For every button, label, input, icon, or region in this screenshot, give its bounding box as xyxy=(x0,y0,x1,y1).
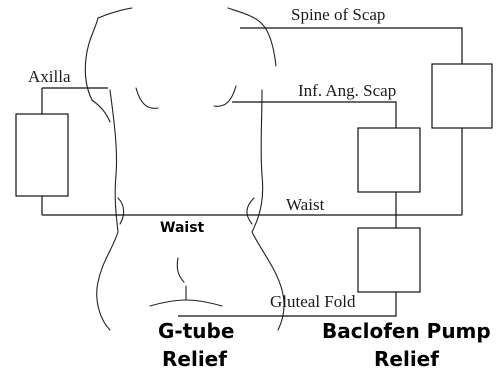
right-trapezius-contour xyxy=(228,8,276,66)
torso-outline xyxy=(85,8,284,330)
left-arm-contour xyxy=(92,100,110,122)
baclofen-caption-line1: Baclofen Pump xyxy=(322,319,491,343)
gtube-caption-line1: G-tube xyxy=(158,319,234,343)
gluteal-fold-box xyxy=(358,228,420,292)
inf-ang-scap-box xyxy=(358,128,420,192)
right-scapula-contour xyxy=(214,86,236,106)
inf-ang-scap-label: Inf. Ang. Scap xyxy=(298,81,396,100)
left-waist-crease xyxy=(118,198,124,224)
sacral-contour xyxy=(177,258,184,282)
gluteal-fold-curve xyxy=(150,300,222,306)
baclofen-caption-line2: Relief xyxy=(374,347,439,371)
left-scapula-contour xyxy=(136,88,158,108)
left-flank-contour xyxy=(97,90,118,330)
inf-ang-scap-leader xyxy=(232,102,396,128)
landmark-boxes xyxy=(16,64,492,292)
waist-label: Waist xyxy=(286,195,325,214)
gluteal-fold-label: Gluteal Fold xyxy=(270,292,356,311)
waist-bold-label: Waist xyxy=(160,220,205,236)
axilla-box xyxy=(16,114,68,196)
spine-of-scap-leader xyxy=(240,28,462,64)
right-waist-crease xyxy=(247,198,254,224)
axilla-label: Axilla xyxy=(28,67,71,86)
landmark-labels: Spine of Scap Axilla Inf. Ang. Scap Wais… xyxy=(28,5,396,311)
spine-of-scap-box xyxy=(432,64,492,128)
gtube-caption-line2: Relief xyxy=(162,347,227,371)
left-trapezius-contour xyxy=(98,8,132,18)
spine-of-scap-label: Spine of Scap xyxy=(291,5,385,24)
